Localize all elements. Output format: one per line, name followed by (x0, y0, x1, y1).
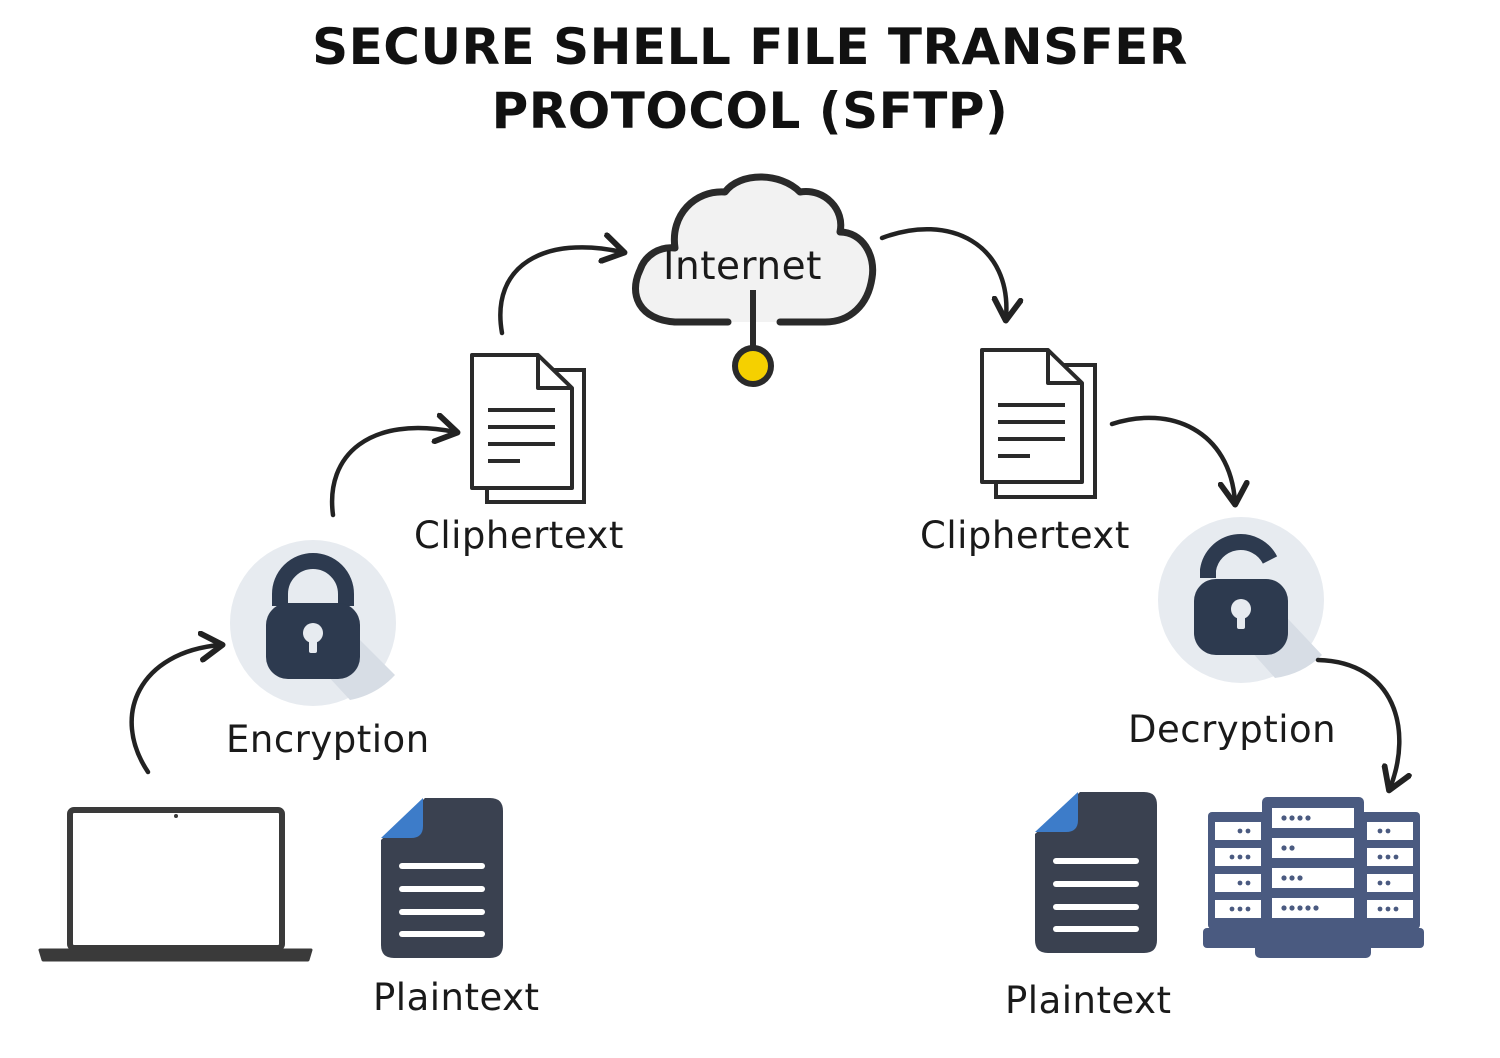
document-icon (381, 798, 503, 958)
internet-label: Internet (663, 244, 822, 289)
internet-node-dot (732, 345, 774, 387)
arrow-icon (879, 227, 1006, 318)
diagram-title-line-1: SECURE SHELL FILE TRANSFER (312, 18, 1188, 76)
document-icon (470, 353, 586, 504)
diagram-title-line-2: PROTOCOL (SFTP) (491, 82, 1009, 140)
unlock-icon (1158, 517, 1324, 683)
encryption-label: Encryption (226, 718, 430, 761)
ciphertext-left-label: Cliphertext (414, 514, 624, 557)
decryption-label: Decryption (1128, 708, 1337, 751)
arrow-icon (498, 247, 622, 336)
arrow-icon (1315, 657, 1399, 788)
arrow-icon (1109, 415, 1235, 502)
document-icon (980, 348, 1097, 499)
server-icon (1203, 797, 1424, 958)
document-icon (1035, 792, 1157, 953)
plaintext-right-label: Plaintext (1005, 979, 1172, 1022)
cloud-icon (632, 173, 877, 387)
lock-icon (230, 540, 396, 706)
ciphertext-right-label: Cliphertext (920, 514, 1130, 557)
arrow-icon (129, 645, 220, 775)
laptop-icon (38, 807, 313, 962)
plaintext-left-label: Plaintext (373, 976, 540, 1019)
arrow-icon (329, 428, 455, 518)
